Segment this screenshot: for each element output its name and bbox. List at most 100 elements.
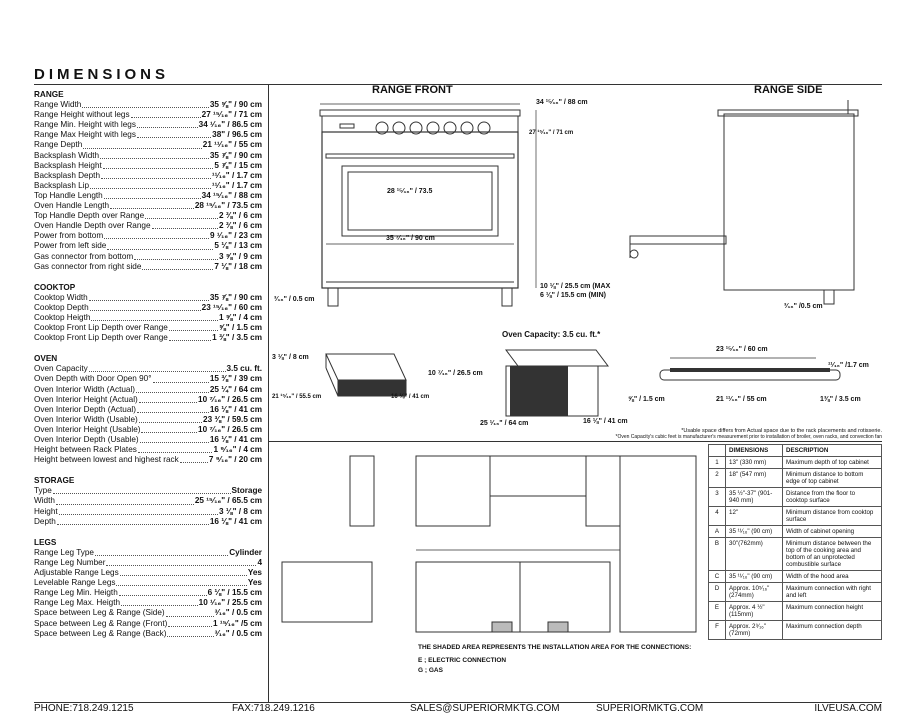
front-gap-label: ³⁄₁₆" / 0.5 cm (274, 296, 315, 303)
oven-spec-label: Oven Interior Height (Usable) (34, 424, 141, 434)
dot-leader (83, 140, 202, 149)
oven-spec-row: Oven Interior Width (Usable)23 ⅜" / 59.5… (34, 415, 262, 425)
table-cell-dimension: Approx. 2⁹⁄₁₆" (72mm) (725, 620, 783, 640)
range-spec-value: 7 ⅛" / 18 cm (214, 261, 262, 271)
dot-leader (110, 201, 194, 210)
footer-website[interactable]: SUPERIORMKTG.COM (596, 703, 704, 714)
legs-spec-label: Range Leg Max. Heigth (34, 598, 121, 608)
front-top-label: 34 ¹⁵⁄₁₆" / 88 cm (536, 99, 588, 106)
dot-leader (168, 323, 218, 332)
range-spec-value: ¹¹⁄₁₆" / 1.7 cm (211, 170, 262, 180)
front-leg-min-label: 6 ⅛" / 15.5 cm (MIN) (540, 292, 606, 299)
dot-leader (82, 100, 209, 109)
storage-spec-value: 3 ⅛" / 8 cm (218, 506, 262, 516)
table-cell-id: A (708, 525, 726, 538)
dot-leader (136, 120, 198, 129)
legend-electric: E ; ELECTRIC CONNECTION (418, 657, 507, 664)
range-spec-value: 9 ¹⁄₁₆" / 23 cm (210, 231, 262, 241)
dot-leader (145, 211, 218, 220)
dot-leader (118, 588, 207, 597)
table-cell-description: Maximum connection depth (782, 620, 882, 640)
oven-drawer-drawing (325, 349, 609, 417)
dot-leader (52, 486, 231, 495)
table-cell-id: E (708, 601, 726, 621)
dot-leader (136, 405, 209, 413)
range-spec-label: Backsplash Depth (34, 170, 100, 180)
legs-heading: LEGS (34, 537, 57, 547)
cooktop-lip-label: ⅝" / 1.5 cm (628, 396, 665, 403)
table-cell-dimension: 13" (330 mm) (725, 456, 783, 469)
cooktop-spec-value: ⅝" / 1.5 cm (218, 323, 262, 333)
legs-spec-label: Space between Leg & Range (Front) (34, 618, 168, 628)
range-spec-value: 5 ⅞" / 15 cm (214, 160, 262, 170)
range-spec-row: Top Handle Depth over Range 2 ⅜" / 6 cm (34, 211, 262, 221)
oven-spec-row: Oven Depth with Door Open 90° 15 ⅜" / 39 … (34, 374, 262, 384)
oven-spec-label: Oven Interior Width (Actual) (34, 384, 136, 394)
oven-spec-row: Oven Interior Width (Actual)25 ¼" / 64 c… (34, 385, 262, 395)
dot-leader (168, 333, 212, 342)
range-spec-value: ¹¹⁄₁₆" / 1.7 cm (211, 180, 262, 190)
legs-spec-value: ³⁄₁₆" / 0.5 cm (214, 628, 262, 638)
range-spec-label: Top Handle Depth over Range (34, 211, 145, 221)
table-cell-id: B (708, 537, 726, 571)
footer-fax: FAX:718.249.1216 (232, 703, 315, 714)
oven-spec-label: Oven Interior Depth (Usable) (34, 435, 139, 444)
dot-leader (119, 568, 247, 577)
table-cell-id: 2 (708, 468, 726, 488)
dot-leader (55, 496, 194, 505)
dot-leader (152, 374, 209, 383)
table-cell-description: Maximum connection with right and left (782, 582, 882, 602)
dot-leader (103, 191, 201, 200)
dot-leader (179, 455, 208, 464)
dot-leader (100, 151, 209, 159)
table-cell-dimension: 30"(762mm) (725, 537, 783, 571)
storage-spec-label: Depth (34, 516, 56, 526)
footer-email[interactable]: SALES@SUPERIORMKTG.COM (410, 703, 560, 714)
range-spec-value: 34 ¹⁵⁄₁₆" / 88 cm (201, 190, 262, 200)
table-header-description: DESCRIPTION (782, 444, 882, 457)
table-cell-dimension: 18" (547 mm) (725, 468, 783, 488)
cooktop-spec-label: Cooktop Front Lip Depth over Range (34, 323, 168, 333)
range-side-heading: RANGE SIDE (754, 84, 823, 96)
oven-spec-row: Oven Interior Depth (Usable)16 ⅛" / 41 c… (34, 435, 262, 445)
footer-ilve-website[interactable]: ILVEUSA.COM (814, 703, 882, 714)
oven-spec-row: Oven Interior Height (Actual)10 ⁷⁄₁₆" / … (34, 395, 262, 405)
cooktop-spec-value: 23 ¹⁵⁄₁₆" / 60 cm (201, 302, 262, 312)
front-width-label: 35 ⁷⁄₁₆" / 90 cm (386, 235, 435, 242)
dot-leader (134, 252, 218, 260)
range-spec-label: Gas connector from right side (34, 261, 142, 271)
legend-gas: G ; GAS (418, 667, 443, 674)
cooktop-spec-label: Cooktop Heigth (34, 312, 91, 322)
oven-spec-value: 15 ⅜" / 39 cm (209, 374, 262, 384)
range-spec-row: Backsplash Depth ¹¹⁄₁₆" / 1.7 cm (34, 171, 262, 181)
cooktop-spec-value: 1 ⅝" / 4 cm (218, 312, 262, 322)
table-cell-description: Minimum distance from cooktop surface (782, 506, 882, 526)
dot-leader (139, 435, 209, 444)
oven-spec-row: Oven Interior Height (Usable)10 ⁷⁄₁₆" / … (34, 425, 262, 435)
table-header-row: DIMENSIONS DESCRIPTION (708, 444, 882, 457)
range-spec-value: 2 ⅜" / 6 cm (218, 211, 262, 221)
dot-leader (136, 385, 209, 393)
range-spec-label: Range Depth (34, 140, 83, 150)
side-gap-label: ³⁄₁₆" /0.5 cm (784, 303, 823, 310)
table-cell-dimension: 35 ½"-37" (901-940 mm) (725, 487, 783, 507)
range-spec-value: 28 ¹⁵⁄₁₆" / 73.5 cm (194, 201, 262, 211)
install-note: THE SHADED AREA REPRESENTS THE INSTALLAT… (418, 644, 692, 651)
range-spec-label: Power from bottom (34, 231, 104, 241)
oven-spec-label: Oven Depth with Door Open 90° (34, 374, 152, 384)
range-heading: RANGE (34, 90, 64, 99)
dot-leader (104, 231, 210, 240)
legs-spec-label: Range Leg Number (34, 557, 106, 567)
